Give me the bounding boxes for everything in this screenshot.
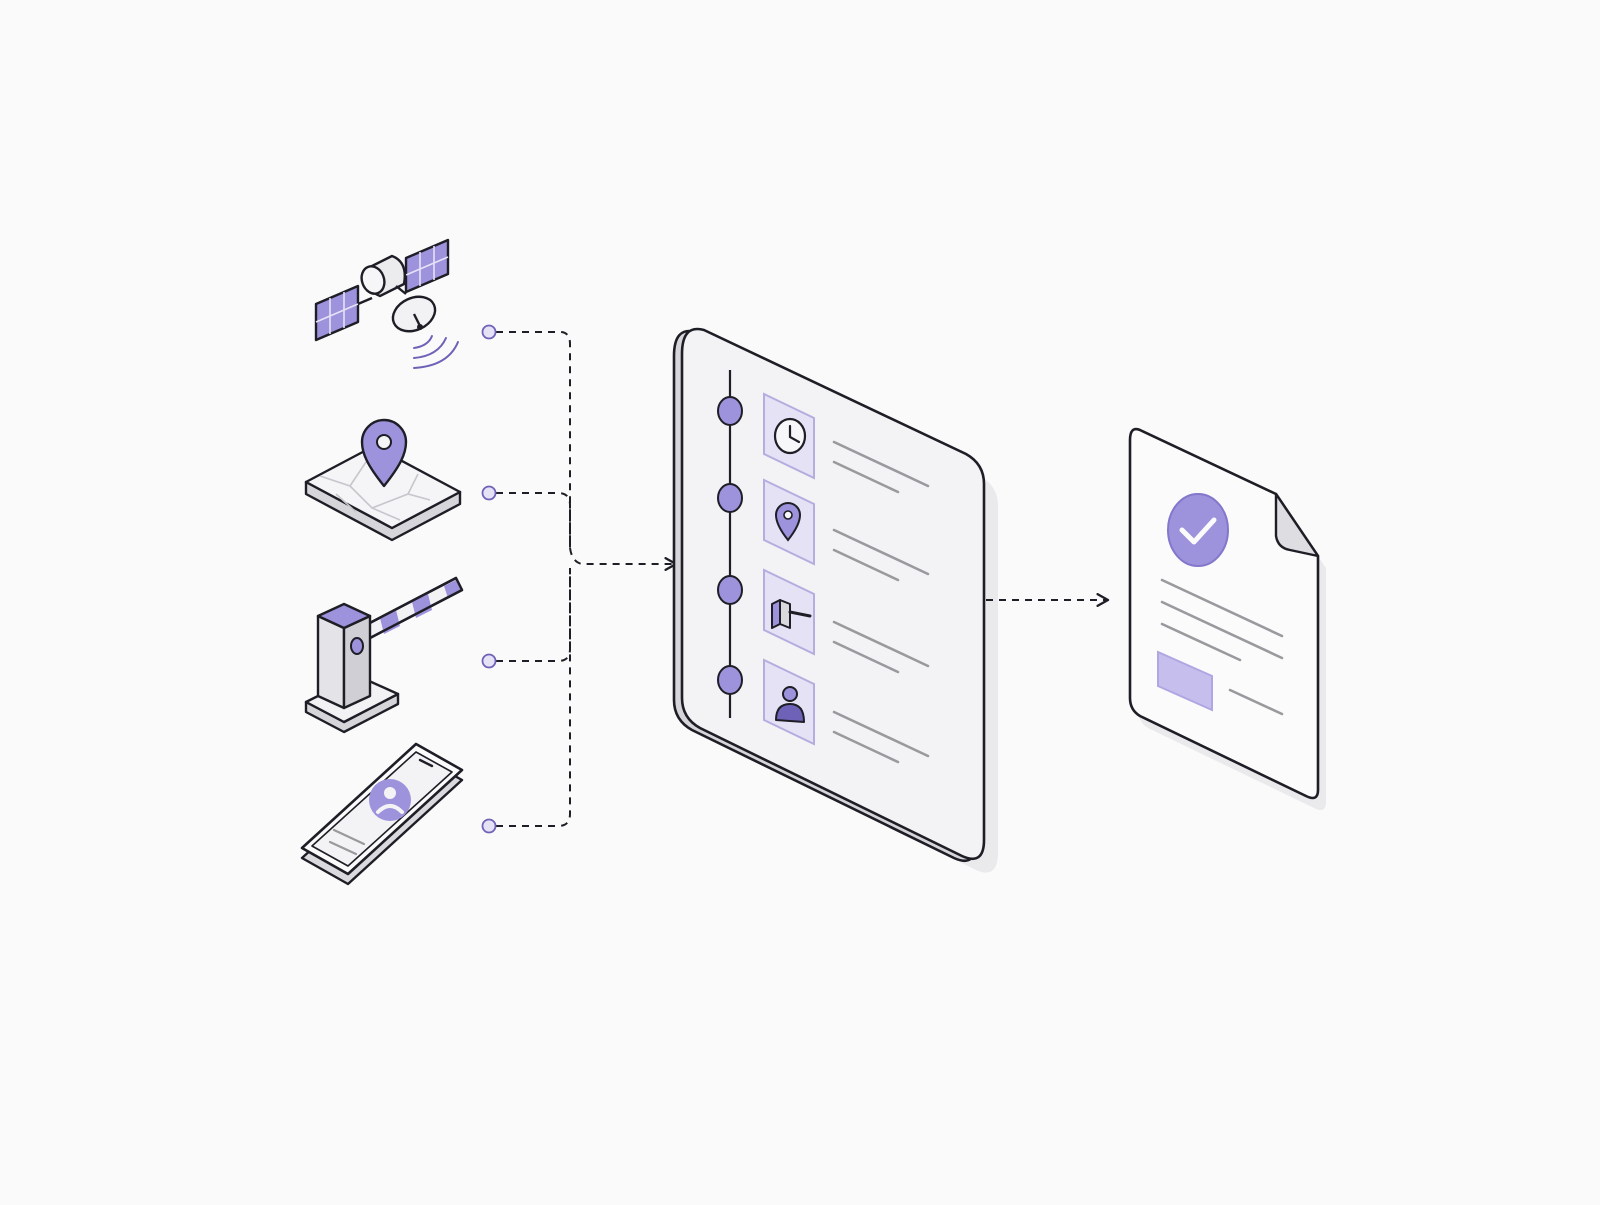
source-connectors bbox=[496, 331, 678, 827]
location-pin bbox=[360, 418, 408, 488]
person-icon bbox=[775, 686, 805, 723]
solar-panel-right bbox=[404, 238, 450, 294]
timeline-entry-location bbox=[763, 478, 930, 582]
smartphone-user-icon bbox=[300, 742, 464, 886]
satellite-body bbox=[360, 254, 406, 298]
barrier-arm bbox=[362, 576, 464, 640]
clock-icon bbox=[773, 417, 807, 455]
timeline-entry-person bbox=[763, 658, 930, 764]
connector-satellite bbox=[496, 331, 571, 548]
timeline-nodes bbox=[717, 396, 743, 695]
barrier-gate-icon bbox=[304, 576, 464, 734]
solar-panel-left bbox=[314, 284, 360, 342]
barrier-icon bbox=[771, 599, 812, 629]
timeline-panel bbox=[672, 327, 998, 873]
connector-phone bbox=[496, 568, 571, 827]
output-document bbox=[1128, 427, 1326, 810]
location-pin-icon bbox=[774, 502, 802, 542]
timeline-entry-time bbox=[763, 392, 930, 494]
connector-start-dots bbox=[481, 324, 497, 834]
signal-waves bbox=[413, 335, 459, 369]
phone-avatar bbox=[369, 779, 411, 821]
connector-barrier bbox=[496, 568, 571, 662]
connector-merge bbox=[569, 547, 678, 571]
connector-map bbox=[496, 492, 571, 548]
timeline-entry-access bbox=[763, 568, 930, 674]
document-image-block bbox=[1157, 650, 1213, 712]
map-pin-icon bbox=[304, 418, 462, 542]
check-circle-icon bbox=[1167, 493, 1229, 567]
satellite-dish bbox=[391, 285, 437, 333]
satellite-icon bbox=[314, 238, 459, 369]
